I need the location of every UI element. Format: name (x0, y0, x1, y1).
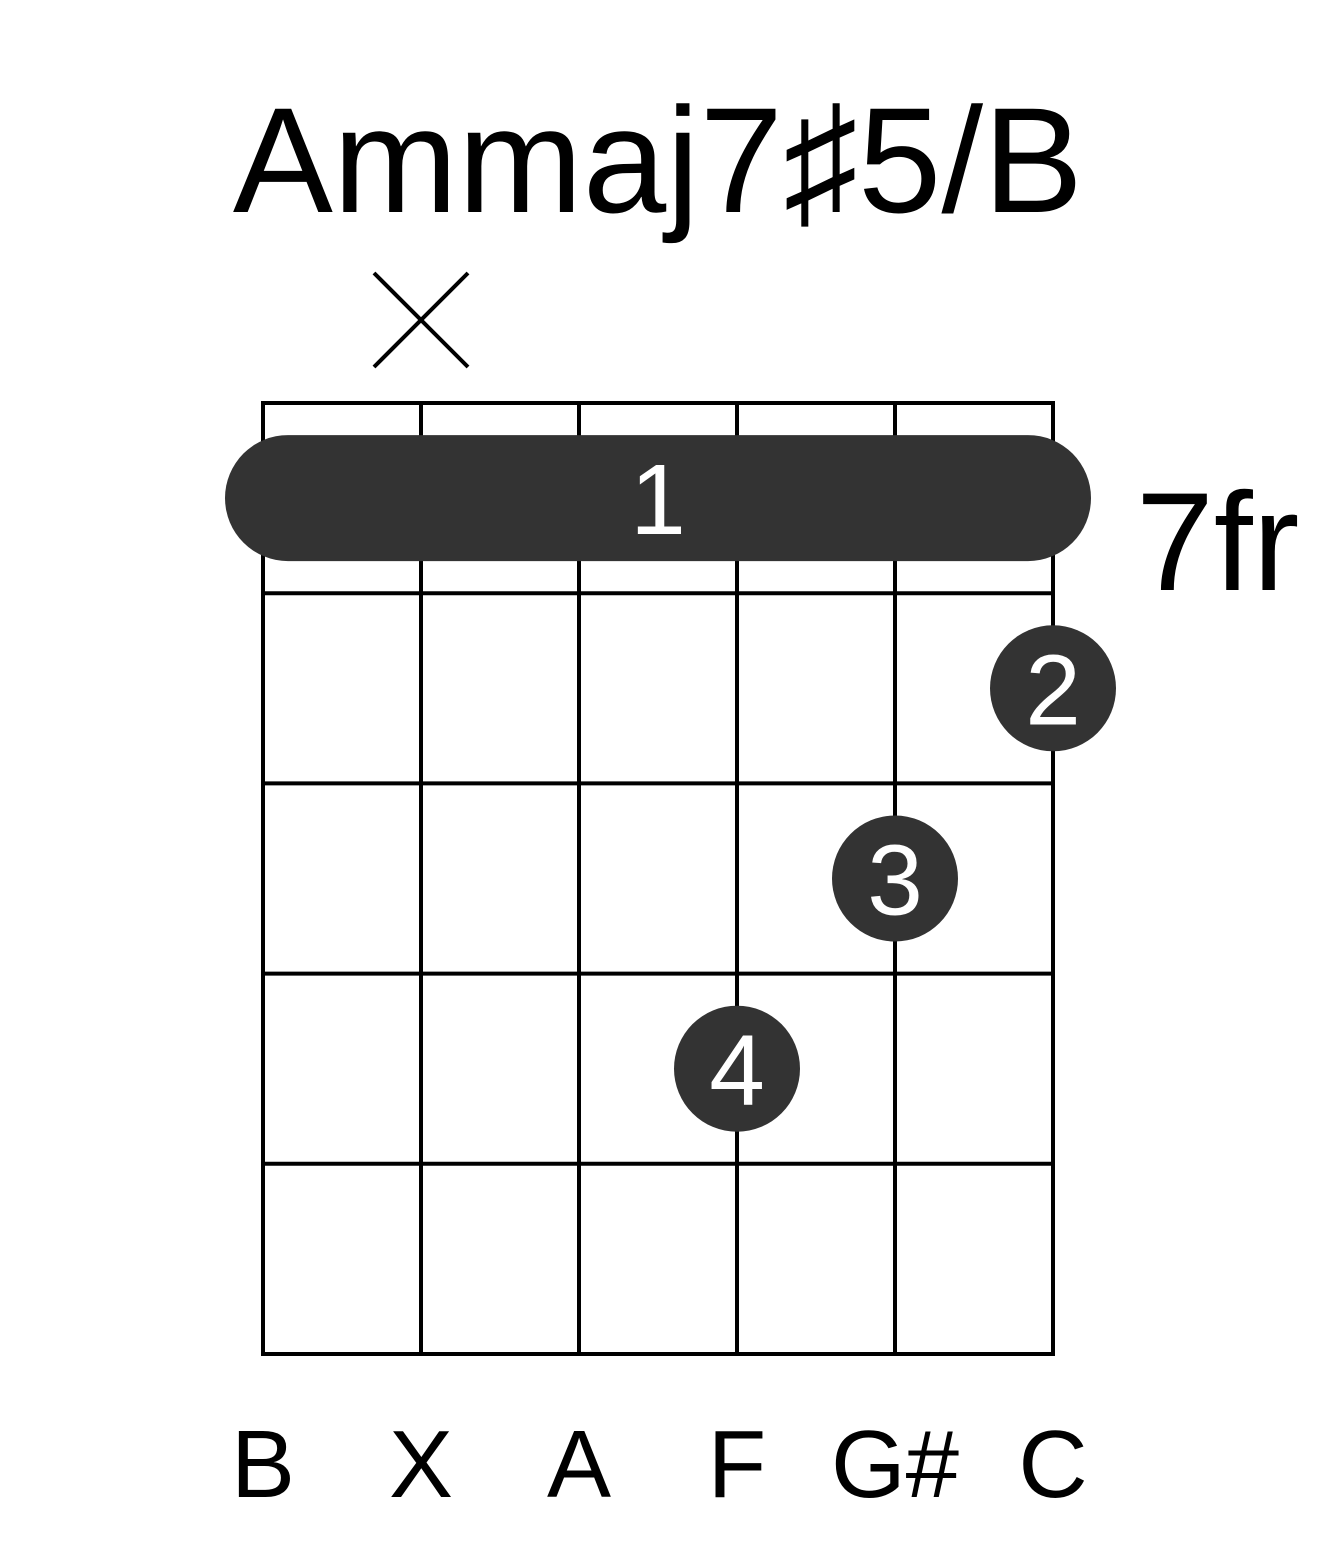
barre-bar (225, 435, 1091, 562)
note-label: A (547, 1411, 611, 1518)
finger-dot: 4 (674, 1005, 800, 1132)
barre: 1 (225, 435, 1091, 562)
barre-finger-label: 1 (630, 444, 686, 556)
finger-dots: 234 (674, 625, 1116, 1132)
fret-position-label: 7fr (1136, 463, 1299, 620)
finger-dot-label: 2 (1025, 634, 1081, 746)
note-label: B (231, 1411, 295, 1518)
finger-dot-circle (990, 625, 1116, 752)
muted-string-icon (372, 271, 470, 369)
note-label: F (708, 1411, 767, 1518)
finger-dot-label: 3 (867, 825, 923, 937)
note-label: G# (831, 1411, 959, 1518)
note-label: X (389, 1411, 453, 1518)
fretboard-grid (261, 401, 1055, 1356)
note-label: C (1018, 1411, 1087, 1518)
finger-dot-circle (674, 1005, 800, 1132)
muted-x-stroke (372, 271, 470, 369)
finger-dot: 3 (832, 815, 958, 942)
muted-markers (372, 271, 470, 369)
chord-title: Ammaj7♯5/B (233, 76, 1083, 244)
finger-dot: 2 (990, 625, 1116, 752)
finger-dot-circle (832, 815, 958, 942)
finger-dot-label: 4 (709, 1015, 765, 1127)
